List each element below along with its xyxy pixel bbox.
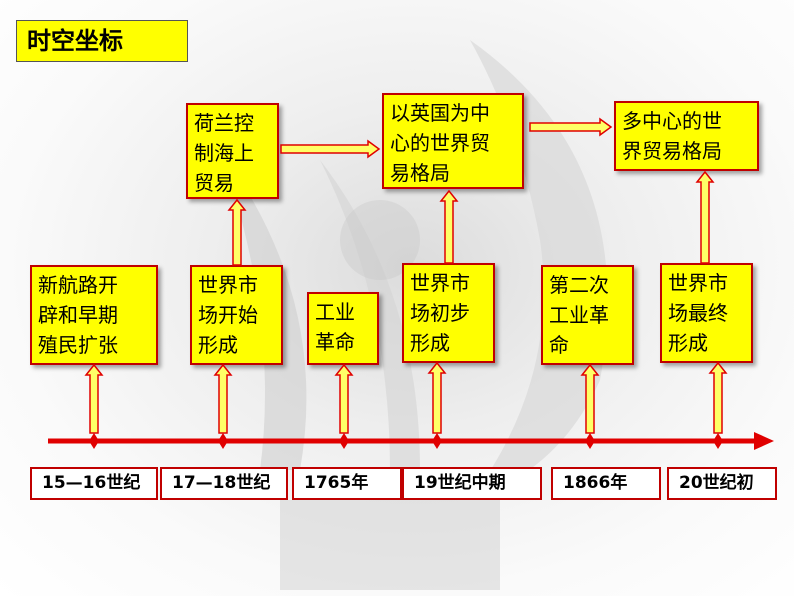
- date-label-19c-mid: 19世纪中期: [402, 467, 542, 500]
- event-box-market-begin: 世界市 场开始 形成: [190, 265, 283, 365]
- timeline-ticks: [89, 433, 723, 449]
- connector-4: [427, 361, 447, 434]
- pattern-box-british: 以英国为中 心的世界贸 易格局: [382, 93, 524, 189]
- tick-5: [585, 433, 595, 449]
- tick-1: [89, 433, 99, 449]
- event-box-new-routes: 新航路开 辟和早期 殖民扩张: [30, 265, 158, 365]
- tick-3: [339, 433, 349, 449]
- event-connectors: [84, 361, 728, 434]
- pattern-box-multicenter: 多中心的世 界贸易格局: [614, 101, 759, 171]
- connector-6: [708, 361, 728, 434]
- date-label-20c-early: 20世纪初: [667, 467, 777, 500]
- event-box-industrial-revolution: 工业 革命: [307, 292, 379, 365]
- right-arrow-1: [280, 139, 381, 159]
- connector-1: [84, 363, 104, 434]
- pattern-flow-arrows: [280, 117, 613, 159]
- timeline-axis: [48, 432, 774, 450]
- pattern-connectors: [227, 170, 715, 266]
- event-box-market-initial: 世界市 场初步 形成: [402, 263, 495, 363]
- connector-5: [580, 363, 600, 434]
- tick-6: [713, 433, 723, 449]
- tick-2: [218, 433, 228, 449]
- tick-4: [432, 433, 442, 449]
- connector-2: [213, 363, 233, 434]
- date-label-17-18c: 17—18世纪: [160, 467, 288, 500]
- page-title: 时空坐标: [16, 20, 188, 62]
- up-arrow-dutch: [227, 198, 247, 266]
- date-label-15-16c: 15—16世纪: [30, 467, 158, 500]
- date-label-1765: 1765年: [292, 467, 402, 500]
- event-box-market-final: 世界市 场最终 形成: [660, 263, 753, 363]
- up-arrow-british: [439, 189, 459, 264]
- event-box-second-industrial: 第二次 工业革 命: [541, 265, 634, 365]
- up-arrow-multicenter: [695, 170, 715, 264]
- date-label-1866: 1866年: [551, 467, 661, 500]
- pattern-box-dutch: 荷兰控 制海上 贸易: [186, 103, 279, 199]
- connector-3: [334, 363, 354, 434]
- right-arrow-2: [529, 117, 613, 137]
